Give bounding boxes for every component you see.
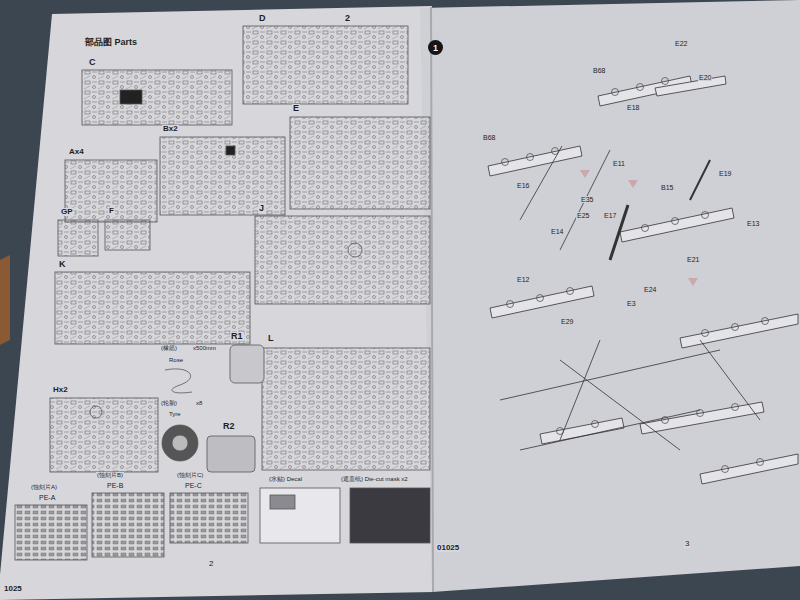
sprue-label: Tyre xyxy=(168,411,182,417)
sprue-label: (遮盖纸) Die-cut mask x2 xyxy=(340,476,409,482)
sprue-label: PE-B xyxy=(106,482,124,489)
sprue-label: (蚀刻片C) xyxy=(176,472,204,478)
parts-heading: 部品图 Parts xyxy=(84,38,138,47)
sprue-label: R2 xyxy=(222,422,236,431)
part-number: E22 xyxy=(674,40,688,47)
part-number: B68 xyxy=(482,134,496,141)
sprue-label: (蚀刻片A) xyxy=(30,484,58,490)
part-number: E11 xyxy=(612,160,626,167)
frame-assembly xyxy=(488,76,798,484)
sprue-label: E xyxy=(292,104,300,113)
sprue-label: Hx2 xyxy=(52,386,69,394)
part-number: E12 xyxy=(516,276,530,283)
part-number: E17 xyxy=(603,212,617,219)
part-number: E21 xyxy=(686,256,700,263)
part-number: E14 xyxy=(550,228,564,235)
part-number: B15 xyxy=(660,184,674,191)
sprue-label: GP xyxy=(60,208,74,216)
sprue-label: (轮胎) xyxy=(160,400,178,406)
beam-holes xyxy=(502,78,769,473)
sprue-label: x8 xyxy=(195,400,203,406)
sprue-label: (水贴) Decal xyxy=(268,476,303,482)
part-number: E3 xyxy=(626,300,637,307)
sprue-label: K xyxy=(58,260,67,269)
sprue-label: Rose xyxy=(168,357,184,363)
sprue-label: x500mm xyxy=(192,345,217,351)
part-number: E19 xyxy=(718,170,732,177)
page-number: 3 xyxy=(684,540,690,548)
part-number: E29 xyxy=(560,318,574,325)
page-number: 2 xyxy=(208,560,214,568)
page-number: 01025 xyxy=(436,544,460,552)
assembly-arrows xyxy=(580,170,698,286)
part-number: E35 xyxy=(580,196,594,203)
page-number: 1025 xyxy=(3,585,23,593)
part-number: E25 xyxy=(576,212,590,219)
sprue-label: 2 xyxy=(344,14,351,23)
part-number: E13 xyxy=(746,220,760,227)
sprue-label: J xyxy=(258,204,265,213)
sprue-label: (蚀刻片B) xyxy=(96,472,124,478)
sprue-label: L xyxy=(267,334,275,343)
part-number: E24 xyxy=(643,286,657,293)
sprue-frames xyxy=(15,26,430,560)
sprue-label: D xyxy=(258,14,267,23)
sprue-label: C xyxy=(88,58,97,67)
part-number: E16 xyxy=(516,182,530,189)
sprue-label: F xyxy=(108,207,115,215)
part-number: E20 xyxy=(698,74,712,81)
step-text: 1 xyxy=(433,43,438,53)
sprue-label: (橡筋) xyxy=(160,345,178,351)
sprue-label: PE-A xyxy=(38,494,56,501)
table-wood xyxy=(0,255,10,345)
sprue-label: PE-C xyxy=(184,482,203,489)
part-number: E18 xyxy=(626,104,640,111)
sprue-label: Bx2 xyxy=(162,125,179,133)
part-number: B68 xyxy=(592,67,606,74)
sprue-label: R1 xyxy=(230,332,244,341)
step-number: 1 xyxy=(428,40,443,55)
sprue-label: Ax4 xyxy=(68,148,85,156)
